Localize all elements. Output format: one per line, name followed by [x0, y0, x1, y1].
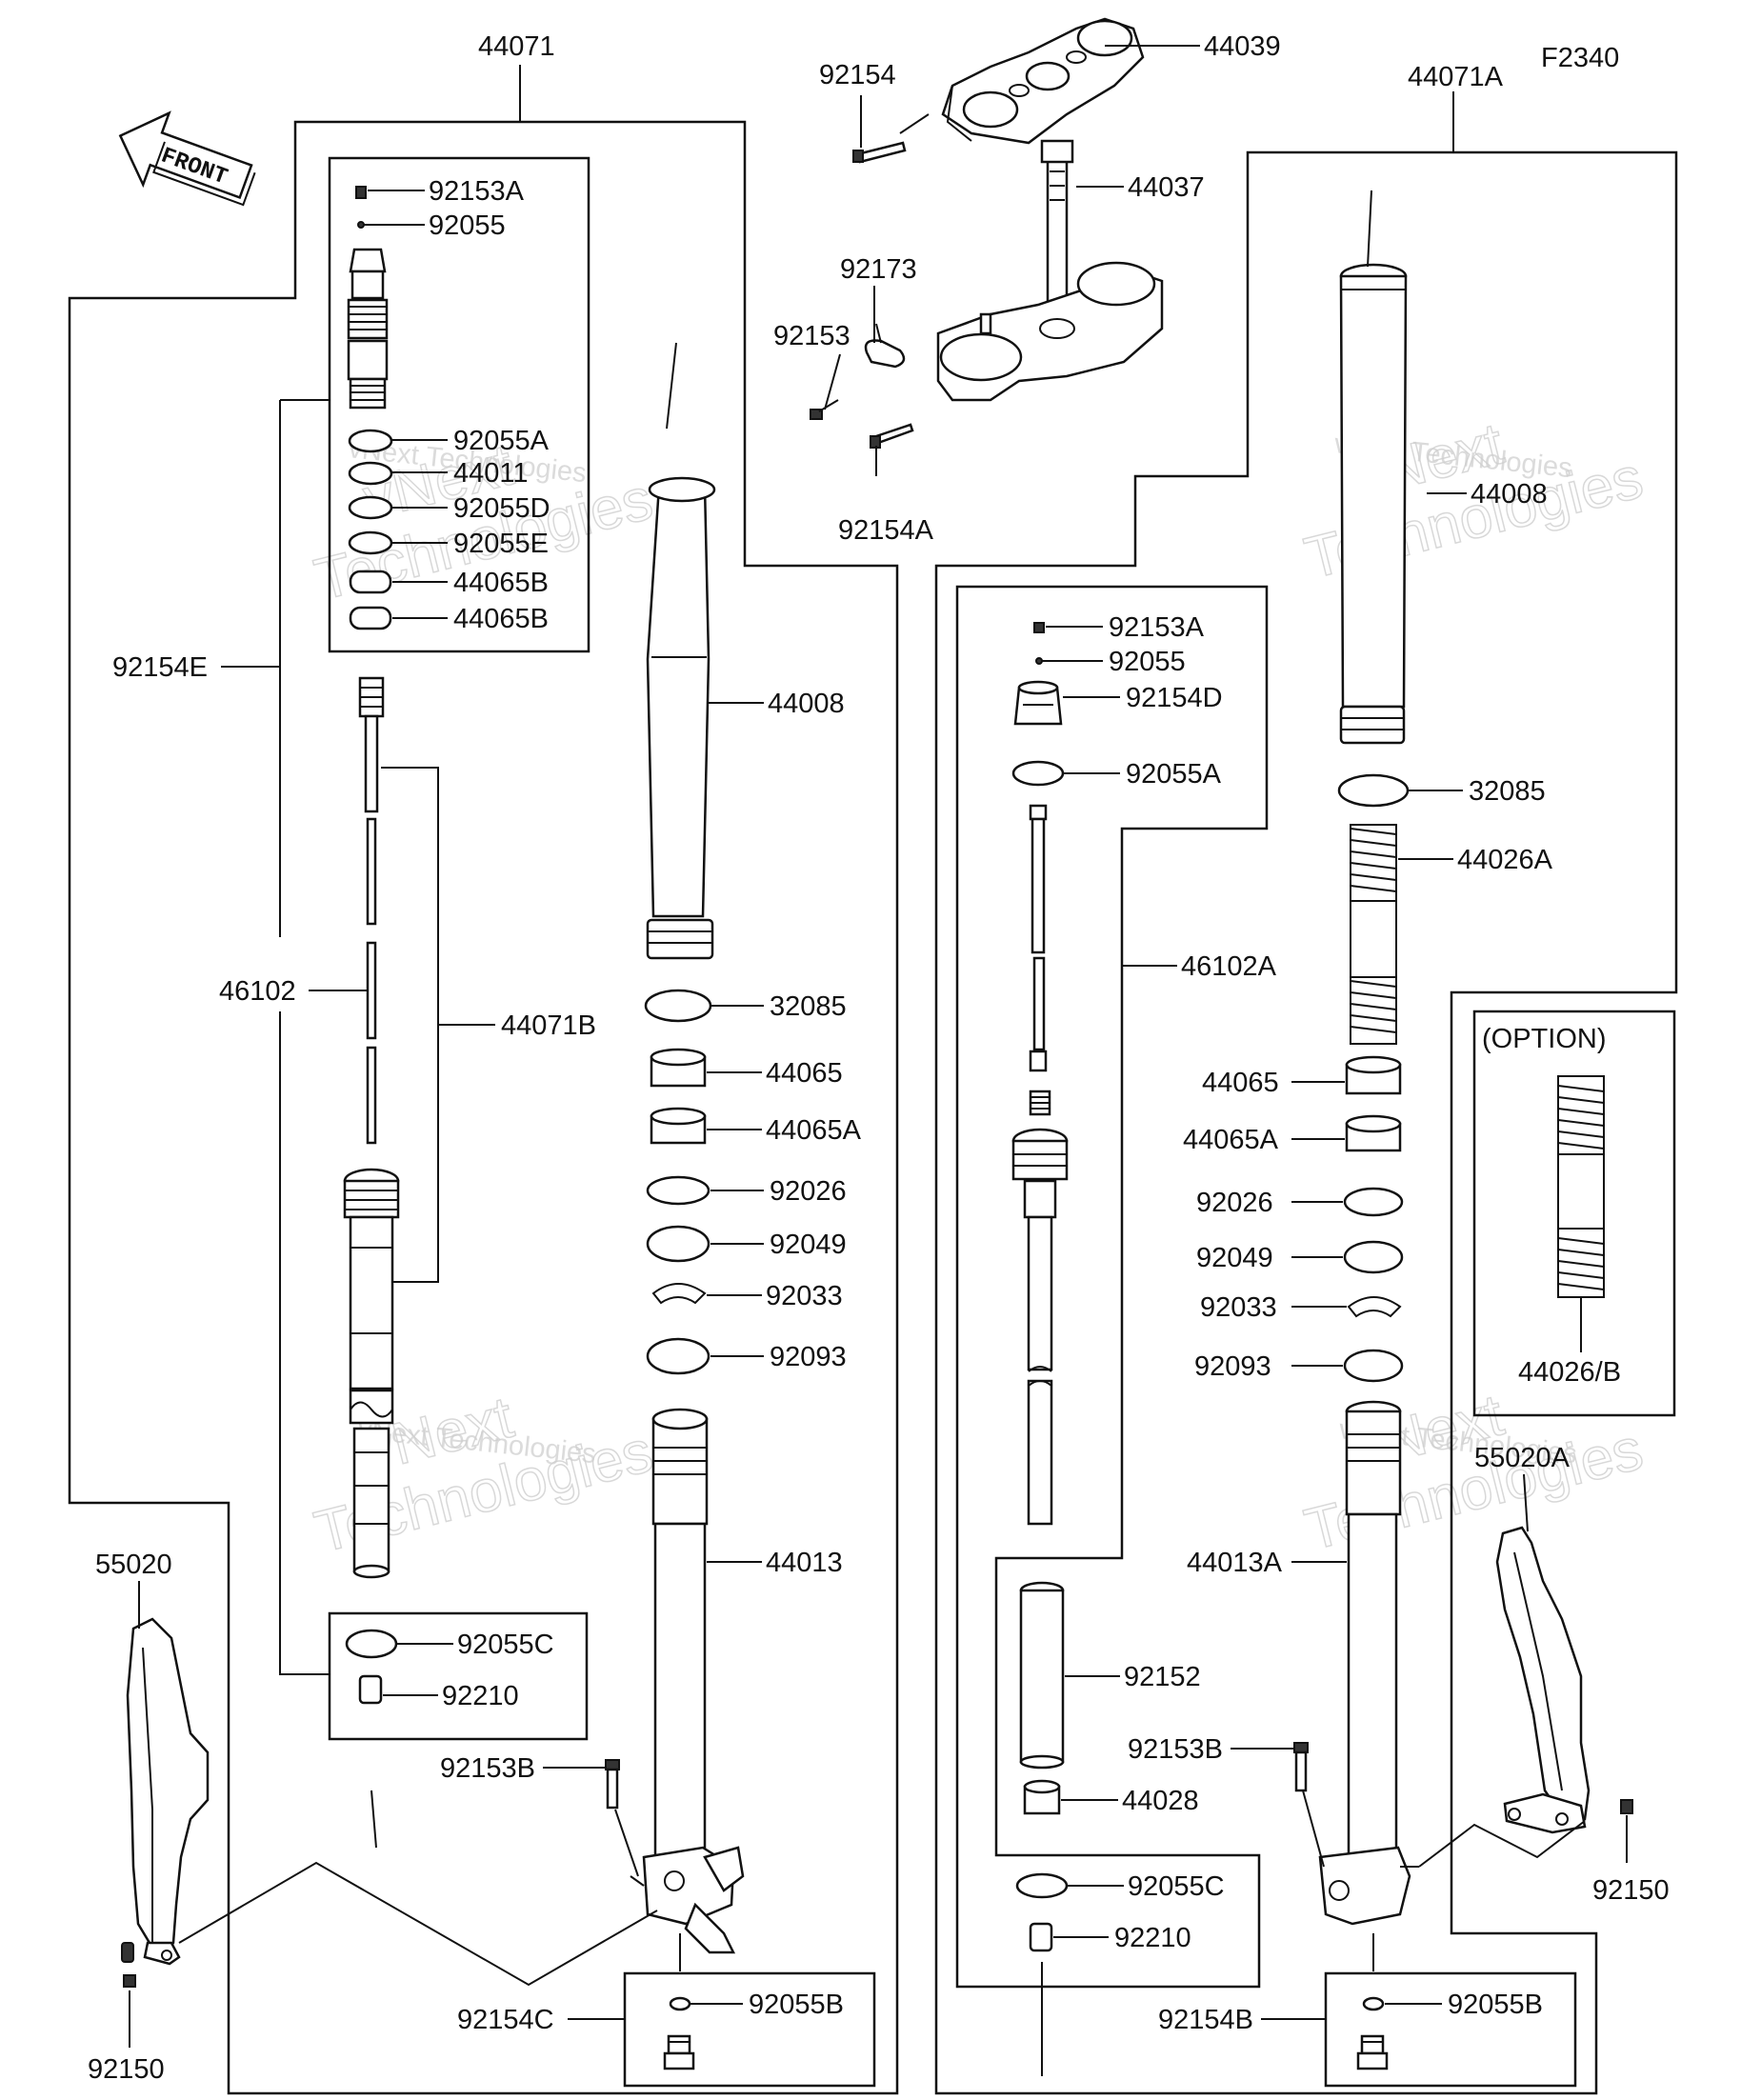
- label-92055D: 92055D: [453, 493, 550, 524]
- frame-44071: [68, 120, 899, 2095]
- label-92055-right: 92055: [1109, 647, 1186, 677]
- label-44071A: 44071A: [1408, 62, 1504, 92]
- label-44008-right: 44008: [1471, 479, 1548, 510]
- label-92055-left: 92055: [429, 210, 506, 241]
- label-92055B-left: 92055B: [749, 1990, 844, 2020]
- label-92153: 92153: [773, 321, 850, 351]
- lower-triple-clamp: [936, 261, 1164, 402]
- label-92154C: 92154C: [457, 2005, 554, 2035]
- fork-guard-55020A: [1418, 1526, 1633, 1868]
- label-44065A-right: 44065A: [1183, 1125, 1279, 1155]
- label-44065B-1: 44065B: [453, 568, 549, 598]
- figure-code: F2340: [1541, 43, 1619, 73]
- option-label: (OPTION): [1482, 1024, 1607, 1054]
- label-44065-left: 44065: [766, 1058, 843, 1089]
- label-92055A-right: 92055A: [1126, 759, 1222, 790]
- label-92049-right: 92049: [1196, 1243, 1273, 1273]
- label-44065B-2: 44065B: [453, 604, 549, 634]
- label-92153A-right: 92153A: [1109, 612, 1205, 643]
- fork-guard-55020: [121, 1617, 658, 1988]
- box-92154C: [623, 1971, 876, 2088]
- bolt-92153-top: [810, 399, 839, 420]
- left-lower-leg-44013: [630, 1408, 745, 1954]
- label-44013A: 44013A: [1187, 1548, 1283, 1578]
- left-outer-tube-44008: [646, 342, 716, 960]
- valve-92055B-right: [1356, 1933, 1389, 2070]
- label-44028: 44028: [1122, 1786, 1199, 1816]
- label-92093-left: 92093: [770, 1342, 847, 1372]
- label-92153B-left: 92153B: [440, 1753, 535, 1784]
- right-outer-tube-44008: [1339, 190, 1408, 745]
- upper-triple-clamp-44039: [941, 17, 1145, 145]
- label-44008-left: 44008: [768, 689, 845, 719]
- label-32085-left: 32085: [770, 991, 847, 1022]
- label-46102A: 46102A: [1181, 951, 1277, 982]
- label-92150-left: 92150: [88, 2054, 165, 2085]
- label-92210-left: 92210: [442, 1681, 519, 1711]
- valve-92055B-left: [663, 1933, 695, 2070]
- right-spring-stack: [1337, 773, 1410, 1383]
- left-seals-stack: [644, 989, 712, 1375]
- frame-lines: [68, 120, 1678, 2095]
- label-92154A: 92154A: [838, 515, 934, 546]
- bolt-92153B-right: [1293, 1742, 1325, 1868]
- label-92026-left: 92026: [770, 1176, 847, 1207]
- label-44037: 44037: [1128, 172, 1205, 203]
- option-spring-44026B: [1557, 1075, 1605, 1352]
- bolt-92154: [852, 113, 930, 164]
- label-92055C-right: 92055C: [1128, 1871, 1225, 1902]
- label-92152: 92152: [1124, 1662, 1201, 1692]
- label-92150-right: 92150: [1592, 1875, 1670, 1906]
- label-92173: 92173: [840, 254, 917, 285]
- label-92033-left: 92033: [766, 1281, 843, 1311]
- box-option: [1472, 1010, 1676, 1417]
- label-92154B: 92154B: [1158, 2005, 1253, 2035]
- box-left-92055C: [328, 1611, 589, 1741]
- label-92055B-right: 92055B: [1448, 1990, 1543, 2020]
- right-lower-leg-44013A: [1318, 1400, 1419, 1926]
- label-44039: 44039: [1204, 31, 1281, 62]
- box-92154E: [328, 156, 590, 653]
- label-44071: 44071: [478, 31, 555, 62]
- label-92210-right: 92210: [1114, 1923, 1191, 1953]
- label-55020A: 55020A: [1474, 1443, 1571, 1473]
- leader-lines: [129, 45, 1628, 2048]
- box-92154B: [1324, 1971, 1577, 2088]
- label-32085-right: 32085: [1469, 776, 1546, 807]
- label-92026-right: 92026: [1196, 1188, 1273, 1218]
- frame-44071A: [934, 150, 1678, 2095]
- label-44065A-left: 44065A: [766, 1115, 862, 1146]
- right-cartridge-parts: [1011, 622, 1069, 2076]
- label-44065-right: 44065: [1202, 1068, 1279, 1098]
- left-cartridge-parts: [343, 186, 400, 1849]
- label-44026B: 44026/B: [1518, 1357, 1621, 1388]
- label-92055E: 92055E: [453, 529, 549, 559]
- label-92033-right: 92033: [1200, 1292, 1277, 1323]
- clamp-92173: [864, 323, 906, 369]
- label-92154D: 92154D: [1126, 683, 1223, 713]
- label-44011: 44011: [453, 458, 529, 489]
- label-92055C-left: 92055C: [457, 1630, 554, 1660]
- label-92055A-left: 92055A: [453, 426, 550, 456]
- label-92153B-right: 92153B: [1128, 1734, 1223, 1765]
- frame-46102A: [955, 585, 1269, 1989]
- part-labels: F2340 44071 44039 92154 44071A 44037 921…: [88, 31, 1670, 2085]
- label-44071B: 44071B: [501, 1010, 596, 1041]
- label-92049-left: 92049: [770, 1230, 847, 1260]
- front-arrow: FRONT: [118, 110, 256, 207]
- label-92154E: 92154E: [112, 652, 208, 683]
- bolt-92154A: [870, 423, 914, 449]
- label-92154: 92154: [819, 60, 896, 90]
- label-46102: 46102: [219, 976, 296, 1007]
- bolt-92153B-left: [605, 1759, 639, 1877]
- label-44013: 44013: [766, 1548, 843, 1578]
- label-44026A: 44026A: [1457, 845, 1553, 875]
- label-92153A-left: 92153A: [429, 176, 525, 207]
- label-55020: 55020: [95, 1550, 172, 1580]
- label-92093-right: 92093: [1194, 1351, 1271, 1382]
